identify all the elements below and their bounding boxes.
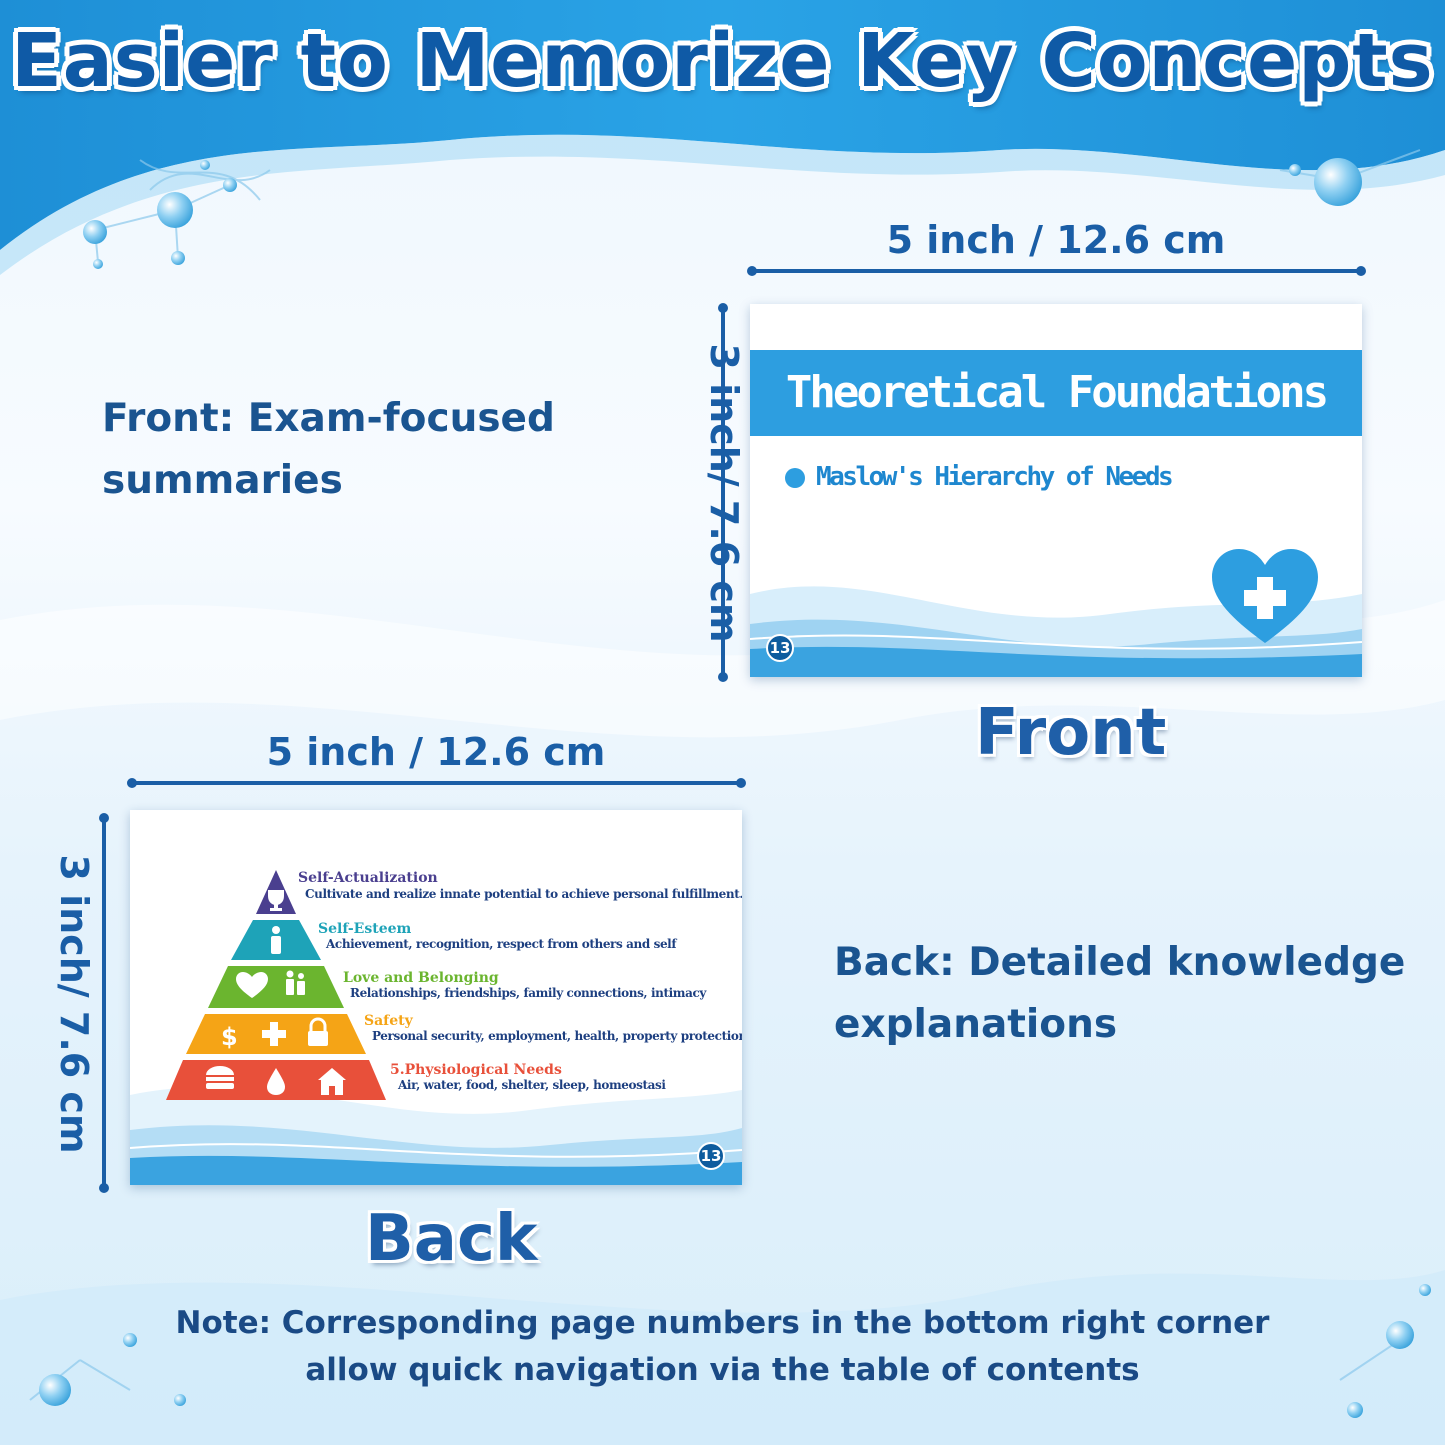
burger-icon [206, 1066, 234, 1089]
front-page-number: 13 [766, 634, 794, 662]
level-desc-physiological: Air, water, food, shelter, sleep, homeos… [398, 1078, 666, 1092]
cross-icon [262, 1022, 286, 1046]
front-card-header: Theoretical Foundations [750, 350, 1362, 436]
back-width-label: 5 inch / 12.6 cm [266, 730, 606, 774]
level-desc-self-actualization: Cultivate and realize innate potential t… [305, 887, 742, 901]
level-title-self-esteem: Self-Esteem [318, 921, 412, 937]
lock-icon [308, 1017, 328, 1046]
person-icon [271, 926, 281, 954]
pyramid-level-love-belonging [208, 966, 344, 1008]
bullet-dot-icon [785, 468, 805, 488]
level-title-love-belonging: Love and Belonging [343, 970, 499, 986]
front-height-label: 3 inch/ 7.6 cm [702, 343, 746, 643]
back-side-label: Back [365, 1202, 538, 1276]
back-description-line1: Back: Detailed knowledge [834, 940, 1406, 985]
family-icon [286, 970, 305, 995]
level-desc-self-esteem: Achievement, recognition, respect from o… [326, 937, 677, 951]
level-desc-love-belonging: Relationships, friendships, family conne… [350, 986, 706, 1000]
level-title-self-actualization: Self-Actualization [298, 870, 438, 886]
back-height-label: 3 inch/ 7.6 cm [52, 854, 96, 1154]
front-side-label: Front [975, 696, 1167, 770]
footer-note: Note: Corresponding page numbers in the … [0, 1300, 1445, 1394]
front-description-line2: summaries [102, 458, 343, 503]
back-page-number: 13 [697, 1142, 725, 1170]
heart-plus-icon [1212, 549, 1318, 643]
back-card: $ Self-Actualization Cultivate and reali… [130, 810, 742, 1185]
front-width-label: 5 inch / 12.6 cm [886, 218, 1226, 262]
back-card-wave [130, 1086, 742, 1185]
dollar-icon: $ [221, 1023, 238, 1051]
heart-icon [236, 972, 268, 998]
back-description: Back: Detailed knowledge explanations [834, 932, 1405, 1056]
footer-note-line1: Note: Corresponding page numbers in the … [175, 1305, 1270, 1341]
water-drop-icon [267, 1068, 285, 1095]
level-title-physiological: 5.Physiological Needs [390, 1062, 562, 1078]
front-card: Theoretical Foundations Maslow's Hierarc… [750, 304, 1362, 677]
front-description-line1: Front: Exam-focused [102, 396, 555, 441]
front-card-wave [750, 586, 1362, 677]
maslow-pyramid: $ [166, 870, 386, 1100]
back-description-line2: explanations [834, 1002, 1118, 1047]
front-description: Front: Exam-focused summaries [102, 388, 555, 512]
svg-text:$: $ [221, 1023, 238, 1051]
trophy-icon [268, 890, 284, 911]
level-title-safety: Safety [364, 1013, 413, 1029]
page-title: Easier to Memorize Key Concepts [11, 18, 1434, 104]
house-icon [318, 1068, 346, 1095]
front-card-item: Maslow's Hierarchy of Needs [816, 462, 1174, 492]
footer-note-line2: allow quick navigation via the table of … [305, 1352, 1140, 1388]
level-desc-safety: Personal security, employment, health, p… [372, 1029, 742, 1043]
